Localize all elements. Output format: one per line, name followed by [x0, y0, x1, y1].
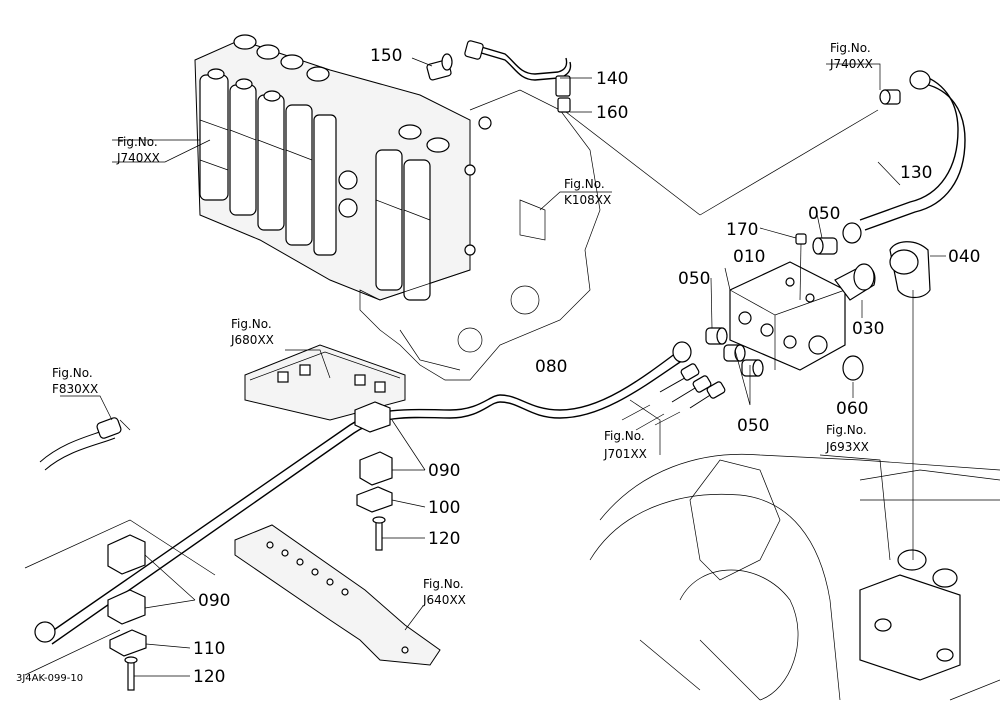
pipe-140-assembly [426, 40, 572, 113]
hose-f830 [39, 417, 131, 471]
control-valve-assembly [194, 34, 492, 301]
transmission-housing [359, 89, 601, 381]
callout-150: 150 [370, 46, 402, 66]
svg-text:J740XX: J740XX [116, 151, 160, 165]
figref-j701: Fig.No. J701XX [603, 429, 647, 461]
callout-050-left: 050 [678, 269, 710, 289]
figref-j680: Fig.No. J680XX [230, 317, 274, 347]
callout-090-upper: 090 [428, 461, 460, 481]
svg-text:Fig.No.: Fig.No. [52, 366, 93, 380]
drawing-code: 3J4AK-099-10 [16, 673, 83, 684]
svg-text:Fig.No.: Fig.No. [117, 135, 158, 149]
figref-f830: Fig.No. F830XX [52, 366, 98, 396]
plug-170 [795, 233, 807, 245]
figref-j693: Fig.No. J693XX [825, 423, 869, 454]
tractor-axle-region [589, 453, 1000, 701]
svg-text:Fig.No.: Fig.No. [826, 423, 867, 437]
svg-text:Fig.No.: Fig.No. [830, 41, 871, 55]
callout-050-upper: 050 [808, 204, 840, 224]
callout-100: 100 [428, 498, 460, 518]
figref-j640: Fig.No. J640XX [422, 577, 466, 607]
fitting-150 [426, 53, 453, 81]
pipe-130 [842, 70, 966, 244]
callout-010: 010 [733, 247, 765, 267]
fitting-050-upper [812, 237, 838, 255]
callout-140: 140 [596, 69, 628, 89]
callout-160: 160 [596, 103, 628, 123]
svg-text:J640XX: J640XX [422, 593, 466, 607]
elbow-040 [889, 241, 931, 299]
svg-text:K108XX: K108XX [564, 193, 611, 207]
svg-text:J701XX: J701XX [603, 447, 647, 461]
pipe-080 [34, 341, 692, 645]
leader-lines [60, 57, 946, 677]
svg-text:Fig.No.: Fig.No. [423, 577, 464, 591]
plug-060 [842, 355, 864, 381]
figref-j740-left: Fig.No. J740XX [116, 135, 160, 165]
bracket-j680 [244, 344, 406, 421]
callout-110: 110 [193, 639, 225, 659]
callout-040: 040 [948, 247, 980, 267]
svg-text:F830XX: F830XX [52, 382, 98, 396]
svg-text:J740XX: J740XX [829, 57, 873, 71]
hoses-j701 [621, 363, 726, 431]
svg-text:Fig.No.: Fig.No. [564, 177, 605, 191]
callout-labels: 150 140 160 130 170 050 010 040 050 030 … [193, 46, 980, 687]
manifold-block-010 [729, 261, 846, 371]
svg-text:Fig.No.: Fig.No. [231, 317, 272, 331]
callout-120-lower: 120 [193, 667, 225, 687]
callout-090-lower: 090 [198, 591, 230, 611]
figref-k108: Fig.No. K108XX [564, 177, 611, 207]
svg-text:J693XX: J693XX [825, 440, 869, 454]
callout-170: 170 [726, 220, 758, 240]
rail-j640 [234, 524, 441, 666]
clamp-set-upper [354, 401, 393, 551]
figure-references: Fig.No. J740XX Fig.No. J740XX Fig.No. K1… [52, 41, 873, 607]
fitting-130-upper [879, 89, 901, 105]
svg-text:Fig.No.: Fig.No. [604, 429, 645, 443]
fittings-050-lower [705, 327, 764, 377]
callout-080: 080 [535, 357, 567, 377]
callout-120-upper: 120 [428, 529, 460, 549]
callout-130: 130 [900, 163, 932, 183]
svg-text:J680XX: J680XX [230, 333, 274, 347]
fitting-030 [834, 263, 876, 301]
clamp-set-lower [107, 534, 147, 691]
callout-030: 030 [852, 319, 884, 339]
callout-050-lower: 050 [737, 416, 769, 436]
callout-060: 060 [836, 399, 868, 419]
figref-j740-top: Fig.No. J740XX [829, 41, 873, 71]
